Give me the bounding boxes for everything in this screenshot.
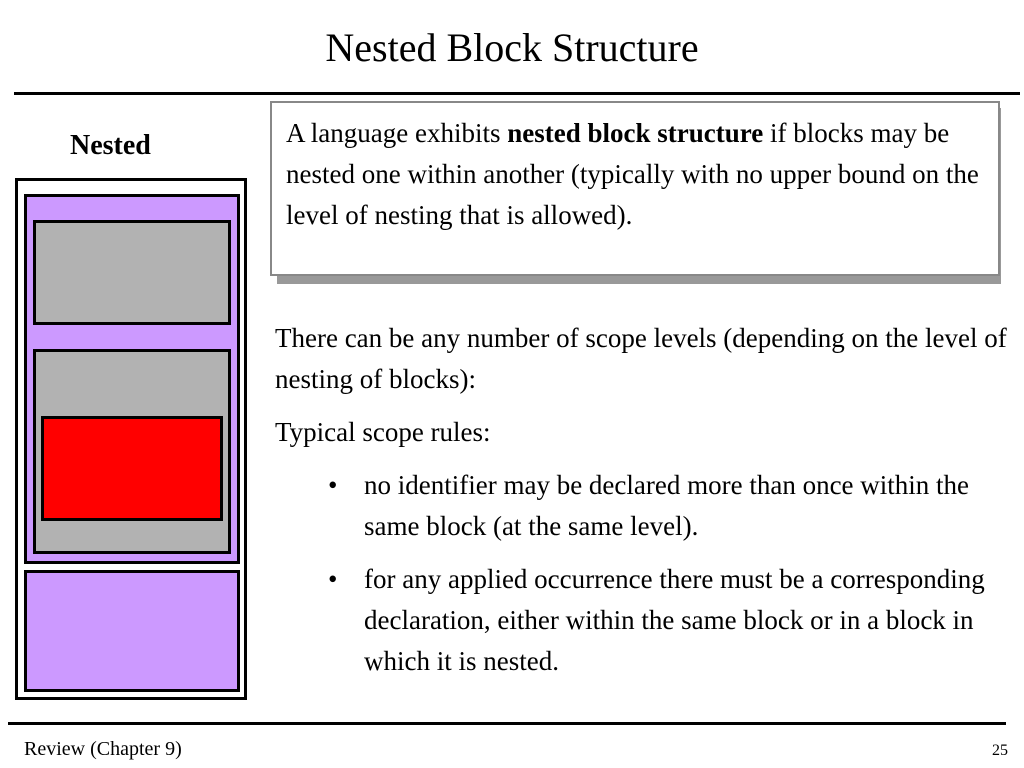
page-number: 25: [992, 742, 1008, 759]
definition-suffix: if blocks may be nested one within anoth…: [286, 118, 979, 230]
list-item-text: for any applied occurrence there must be…: [364, 564, 985, 676]
gray-block-first: [33, 220, 231, 325]
definition-prefix: A language exhibits: [286, 118, 508, 148]
red-block-innermost: [41, 416, 223, 521]
list-item: • for any applied occurrence there must …: [275, 559, 1010, 682]
purple-block-bottom: [24, 570, 240, 692]
footer-chapter: Review (Chapter 9): [24, 738, 182, 760]
footer-divider: [8, 722, 1006, 725]
bullet-marker: •: [328, 470, 338, 500]
bullet-marker: •: [328, 564, 338, 594]
diagram-label: Nested: [70, 130, 151, 161]
slide-title: Nested Block Structure: [325, 25, 699, 70]
slide-body: There can be any number of scope levels …: [275, 318, 1010, 694]
definition-term: nested block structure: [507, 118, 764, 148]
scope-levels-paragraph: There can be any number of scope levels …: [275, 323, 1007, 394]
scope-rules-list: • no identifier may be declared more tha…: [275, 465, 1010, 682]
list-item: • no identifier may be declared more tha…: [275, 465, 1010, 547]
scope-rules-heading: Typical scope rules:: [275, 417, 491, 447]
title-divider: [14, 92, 1020, 95]
list-item-text: no identifier may be declared more than …: [364, 470, 970, 541]
definition-box: A language exhibits nested block structu…: [270, 101, 1000, 276]
